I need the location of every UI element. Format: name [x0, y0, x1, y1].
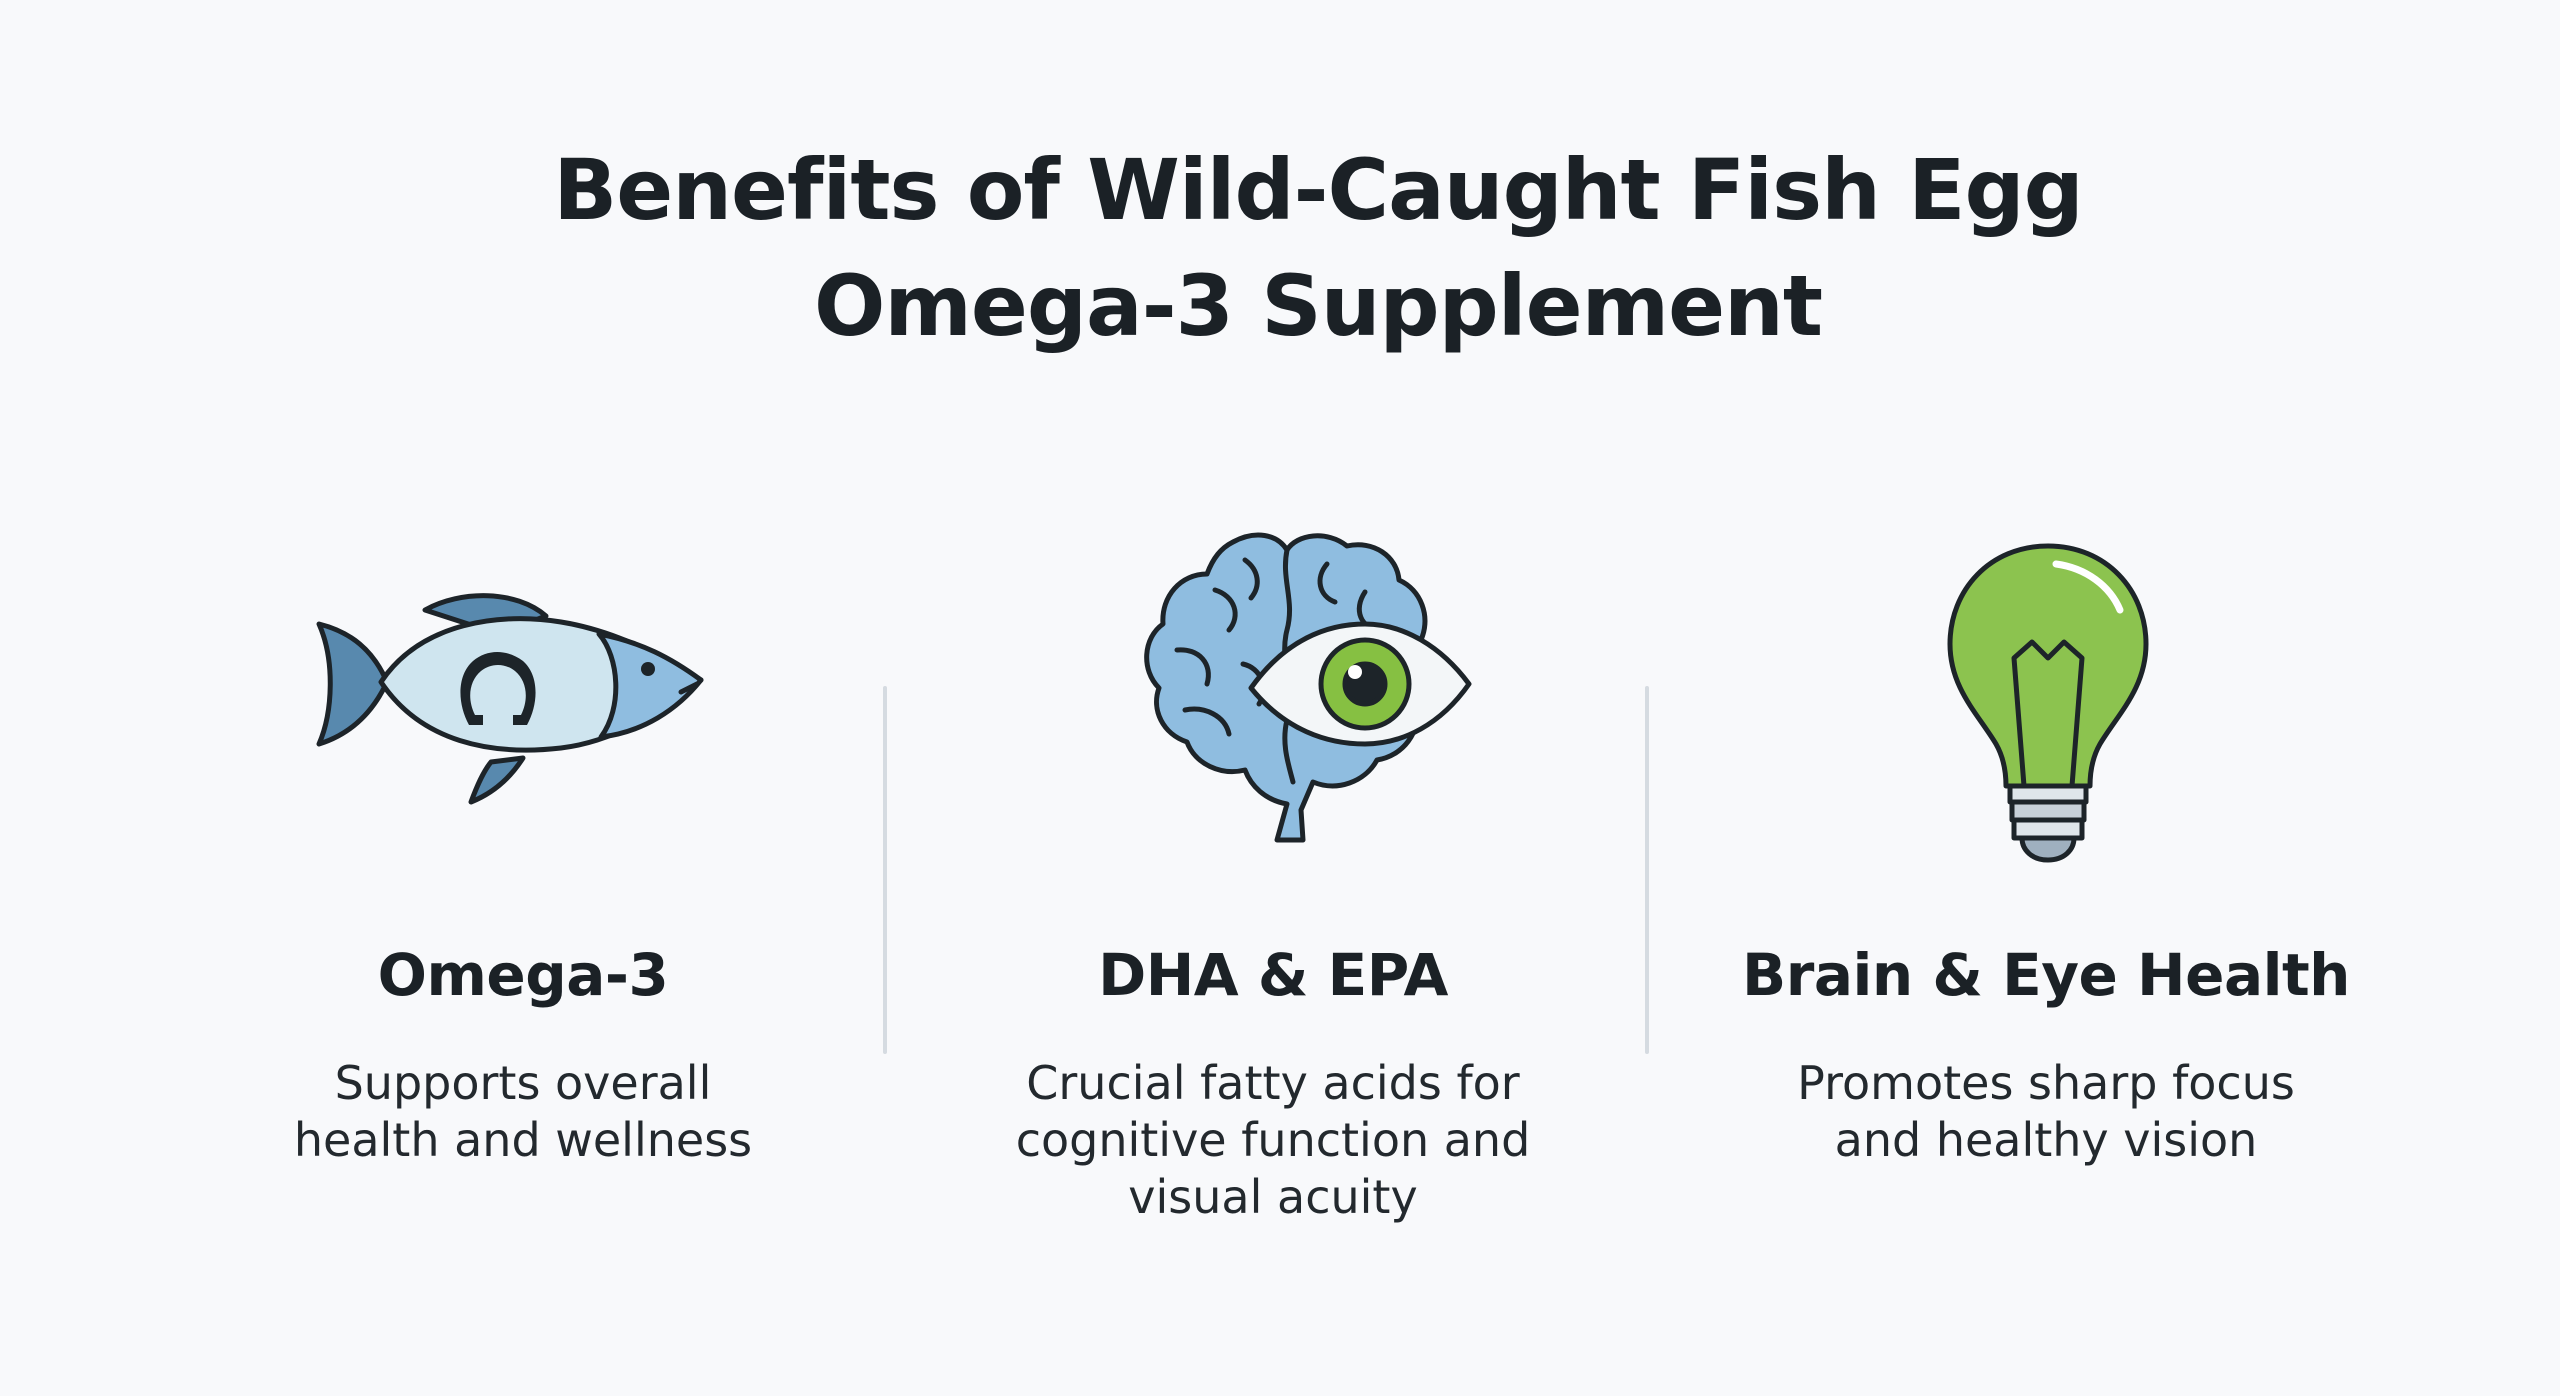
benefit-description-line: Promotes sharp focus — [1797, 1056, 2295, 1110]
lightbulb-icon — [1686, 520, 2406, 863]
benefit-heading: Omega-3 — [377, 941, 669, 1009]
benefit-description-line: Supports overall — [334, 1056, 712, 1110]
benefit-description: Crucial fatty acids for cognitive functi… — [913, 1055, 1633, 1226]
benefit-description-line: and healthy vision — [1834, 1113, 2258, 1167]
benefit-description: Promotes sharp focus and healthy vision — [1686, 1055, 2406, 1169]
title-line-1: Benefits of Wild-Caught Fish Egg — [553, 141, 2084, 239]
benefit-description-line: cognitive function and — [1015, 1113, 1531, 1167]
page-title: Benefits of Wild-Caught Fish Egg Omega-3… — [0, 132, 2560, 364]
title-line-2: Omega-3 Supplement — [813, 257, 1823, 355]
fish-omega-icon — [163, 520, 883, 860]
column-divider — [883, 686, 887, 1054]
brain-eye-icon — [913, 520, 1633, 860]
benefit-description: Supports overall health and wellness — [163, 1055, 883, 1169]
benefit-description-line: health and wellness — [293, 1113, 753, 1167]
benefit-heading: Brain & Eye Health — [1742, 941, 2350, 1009]
benefit-description-line: visual acuity — [1128, 1170, 1418, 1224]
benefit-heading: DHA & EPA — [1098, 941, 1448, 1009]
column-divider — [1645, 686, 1649, 1054]
benefit-description-line: Crucial fatty acids for — [1026, 1056, 1520, 1110]
